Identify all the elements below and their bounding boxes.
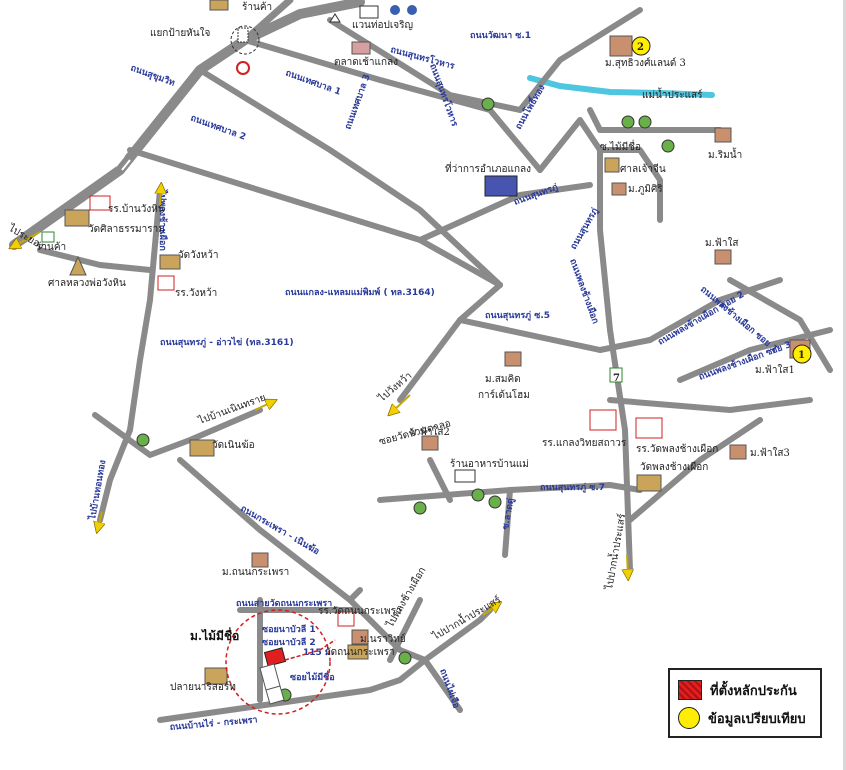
road-label: ถนนสุนทรโวหาร (389, 43, 456, 72)
road-label: ถนนเทศบาล 1 (284, 68, 342, 97)
place-label: ศาลเจ้าจีน (620, 163, 666, 175)
road-label: ถนนสุขุมวิท (129, 62, 176, 88)
collateral-marker (263, 647, 287, 667)
collateral-path (284, 639, 336, 661)
place-label: รร.วังหว้า (175, 287, 217, 299)
place-label: วัดศิลาธรรมาราม (88, 224, 165, 235)
road-label: ถนนสุนทรภู่ ซ.7 (540, 482, 605, 493)
arrow-phong (160, 188, 161, 206)
road-label: ถนนพลงช้างเผือก (567, 257, 602, 325)
place-label: ตลาดเช้าแกลง (334, 56, 398, 68)
place-label: การ์เด้นโฮม (478, 388, 530, 401)
place-label: รร.วัดพลงช้างเผือก (636, 443, 718, 455)
collateral-plots (259, 663, 285, 705)
place-label: ม.สุทธิวงศ์แลนด์ 3 (605, 57, 686, 69)
scrollbar-edge (843, 0, 846, 770)
place-label: รร.วัดถนนกระเพรา (318, 606, 402, 617)
road-label: ถนนสุนทรภู่ (568, 206, 601, 251)
place-label: แม่น้ำประแสร์ (642, 87, 703, 101)
place-label: รร.บ้านวังหิน (108, 203, 165, 215)
place-label: ม.ฟ้าใส2 (410, 426, 450, 438)
place-label: ม.นราวิทย์ (360, 633, 406, 645)
place-label: ม.ฟ้าใส1 (755, 364, 795, 376)
arrow-prasae (627, 554, 628, 575)
place-label: วัดถนนกระเพรา (325, 647, 395, 658)
comparison-number-2: 2 (637, 42, 644, 53)
place-label: แยกป้ายหันใจ (150, 27, 210, 39)
comparison-marker-1 (792, 344, 812, 364)
legend-row-collateral: ที่ตั้งหลักประกัน (678, 676, 812, 704)
road-label: ถนนเทศบาล 3 (343, 73, 372, 131)
place-label: รร.แกลงวิทยสถาวร (542, 438, 627, 449)
place-label: ม.สมคิด (485, 374, 521, 385)
comparison-number-1: 1 (798, 350, 805, 361)
place-label: ไปปากน้ำประแสร์ (601, 512, 628, 592)
place-label: ม.ถนนกระเพรา (222, 567, 289, 578)
road-label: ซอยนาบัวลี 1 (262, 624, 316, 635)
road-label: ไปพลงช้างเผือก (157, 189, 169, 251)
road-label: ถนนสุนทรภู่ - อ่าวไข่ (ทล.3161) (160, 336, 294, 348)
collateral-swatch-icon (678, 680, 702, 700)
river-line (527, 75, 715, 98)
arrow-pak (482, 605, 497, 616)
road-label: ถนนแกลง-แหลมแม่พิมพ์ ( ทล.3164) (285, 286, 435, 298)
comparison-marker-2 (631, 36, 651, 56)
road-label: ซอยไม้มีชื่อ (290, 670, 335, 683)
legend-label-collateral: ที่ตั้งหลักประกัน (710, 683, 797, 699)
place-label: ม.ฟ้าใส (705, 237, 738, 249)
place-label: ร้านอาหารบ้านแม่ (450, 458, 529, 470)
place-label: ม.ฟ้าใส3 (750, 447, 790, 459)
road-label: ถนนสายวัดถนนกระเพรา (236, 598, 332, 609)
place-label: ปลายนาริสอร์ท (170, 681, 236, 693)
place-label: ซ.ไม้มีชื่อ (600, 139, 641, 153)
map-legend: ที่ตั้งหลักประกัน ข้อมูลเปรียบเทียบ (668, 668, 822, 738)
highway (9, 0, 365, 250)
road-label: ถนนพลงช้างเผือก ซอย 3 (697, 338, 793, 383)
arrow-thon (98, 511, 102, 528)
place-label: วัดพลงช้างเผือก (640, 461, 708, 473)
roads (37, 7, 833, 723)
place-label: วัดเนินฆ้อ (212, 439, 255, 451)
road-label: ถนนไผ่เจือ (437, 667, 462, 710)
road-label: ถนนสุนทรภู่ ซ.5 (485, 310, 550, 321)
collateral-radius (225, 609, 331, 715)
place-label: ร้านค้า (36, 241, 66, 253)
place-label: ที่ว่าการอำเภอแกลง (445, 161, 531, 175)
place-label: ศาลหลวงพ่อวังหิน (48, 278, 126, 289)
place-label: ม.ภูมิศิริ (628, 184, 663, 195)
place-label: ไปปากน้ำประแสร์ (429, 592, 504, 643)
landmark-icons (41, 0, 811, 702)
arrow-wanghua (392, 394, 411, 412)
place-label: ม.ริมน้ำ (708, 147, 742, 161)
place-label: ร้านค้า (242, 1, 272, 13)
road-label: ถนนวัฒนา ซ.1 (470, 30, 531, 41)
place-label: แวนท่อปเจริญ (352, 20, 413, 31)
place-label: 7 (613, 373, 620, 384)
arrow-rayong (14, 231, 41, 246)
road-label: ถนนเทศบาล 2 (189, 113, 247, 142)
arrow-noen (254, 402, 272, 411)
legend-row-comparison: ข้อมูลเปรียบเทียบ (678, 704, 812, 732)
road-label: ซ.ลาดดู่ (500, 497, 516, 530)
place-label: ม.ไม้มีชื่อ (190, 627, 239, 643)
legend-label-comparison: ข้อมูลเปรียบเทียบ (708, 711, 806, 727)
comparison-swatch-icon (678, 707, 700, 729)
road-label: 115 ม. (303, 648, 334, 658)
place-label: วัดวังหว้า (178, 249, 218, 261)
road-label: ซอยนาบัวลี 2 (262, 637, 316, 648)
